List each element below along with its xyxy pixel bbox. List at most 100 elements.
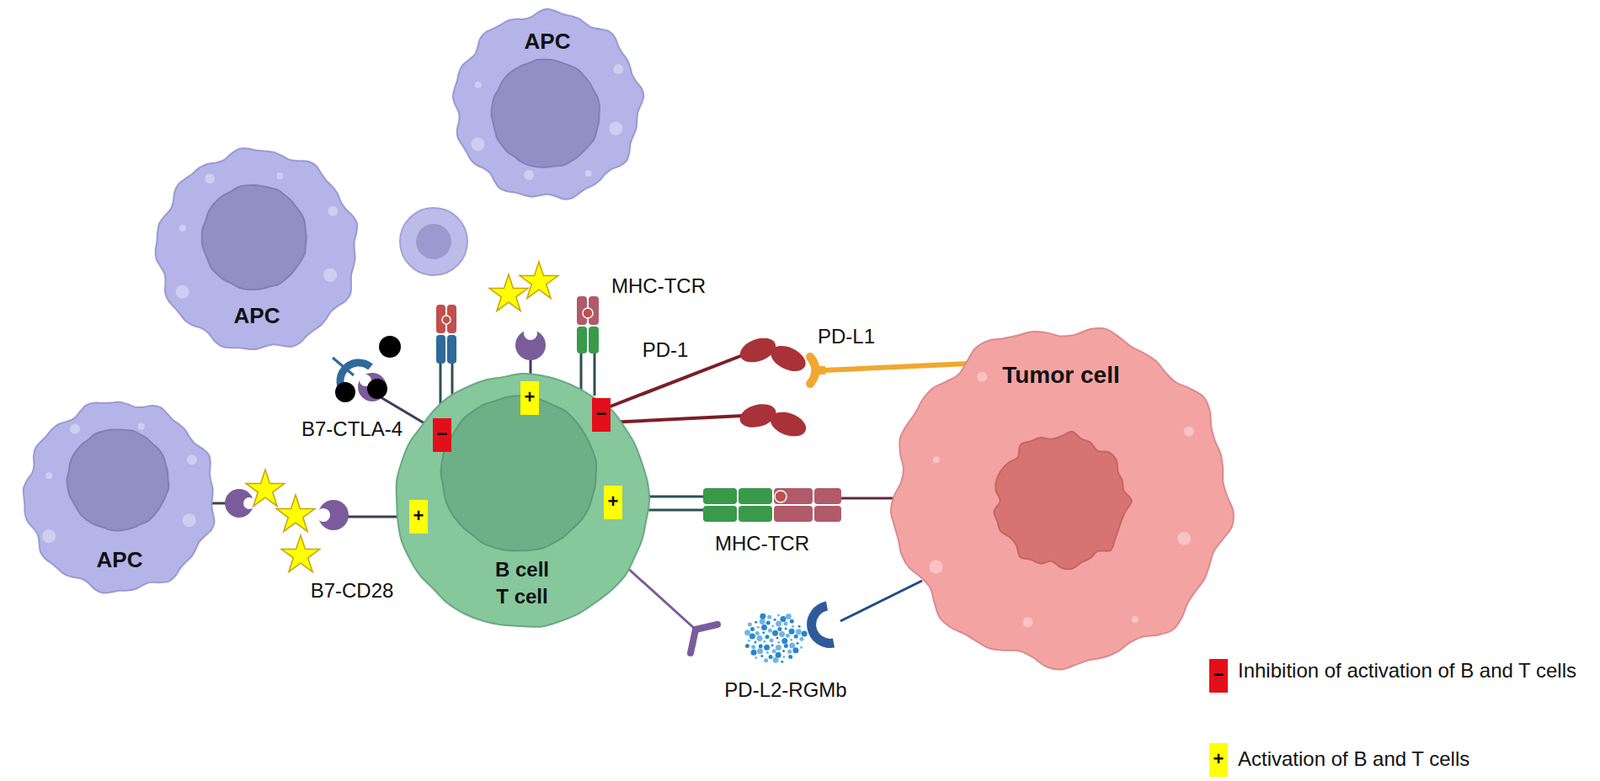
- ligand-dot: [800, 646, 803, 650]
- ligand-dot: [792, 647, 799, 654]
- ligand-dot: [794, 634, 799, 640]
- mhc-chain: [814, 506, 842, 523]
- ligand-dot: [747, 622, 752, 627]
- ligand-dot: [782, 656, 785, 659]
- ligand-star: [489, 274, 528, 312]
- black-dot: [378, 336, 401, 358]
- rgmb-stem: [624, 565, 696, 630]
- legend-text: Inhibition of activation of B and T cell…: [1237, 656, 1592, 686]
- ligand-dot: [763, 658, 768, 663]
- molecule-label: MHC-TCR: [714, 532, 810, 556]
- ligand-dot: [787, 650, 792, 655]
- ligand-dot: [769, 638, 774, 643]
- molecule-label: MHC-TCR: [611, 274, 706, 299]
- ligand-star: [281, 535, 320, 573]
- sign-marker: −: [1209, 659, 1228, 694]
- apc-cell: APC: [18, 395, 221, 598]
- vacuole: [585, 170, 592, 177]
- vacuole: [1177, 532, 1191, 546]
- ligand-dot: [766, 651, 769, 655]
- vacuole: [186, 454, 198, 465]
- ligand-dot: [789, 643, 795, 650]
- sign-marker: −: [432, 418, 452, 453]
- vacuole: [276, 172, 283, 180]
- vacuole: [69, 424, 80, 435]
- vacuole: [1184, 426, 1195, 438]
- vacuole: [204, 173, 215, 184]
- ligand-dot: [779, 616, 786, 623]
- ligand-dot: [796, 642, 800, 646]
- chain: [436, 335, 446, 364]
- cell-label: APC: [446, 28, 649, 54]
- ligand-dot: [780, 661, 784, 664]
- vacuole: [138, 423, 145, 431]
- pd1-domain: [767, 341, 811, 377]
- vacuole: [929, 560, 944, 574]
- vacuole: [1023, 617, 1034, 628]
- mhc-chain: [814, 488, 842, 505]
- ligand-dot: [777, 641, 780, 645]
- vacuole: [1131, 616, 1139, 624]
- pd1-stem: [608, 355, 743, 408]
- ligand-dot: [758, 644, 763, 649]
- mhc-tcr-tumor: [619, 488, 910, 523]
- black-dot: [335, 382, 356, 403]
- ligand-dot: [772, 649, 777, 654]
- mhc-tcr-small: [436, 304, 457, 405]
- vacuole: [933, 456, 940, 464]
- ligand-dot: [762, 631, 765, 635]
- pdl1-cup: [810, 357, 816, 384]
- sign-marker: +: [603, 485, 623, 520]
- vacuole: [474, 81, 482, 89]
- cell-nucleus: [490, 59, 599, 168]
- ligand-dot: [749, 633, 756, 640]
- ligand-dot: [768, 629, 773, 634]
- pd1-domain: [767, 407, 810, 441]
- molecule-label: PD-L1: [817, 325, 875, 349]
- ligand-dot: [759, 618, 766, 625]
- receptor-notch: [523, 326, 538, 341]
- cell-label: B cell: [392, 558, 652, 582]
- mhc-chain: [773, 506, 813, 523]
- ligand-dot: [772, 630, 779, 637]
- stem: [593, 352, 597, 396]
- tumor-cell: Tumor cell: [884, 320, 1238, 674]
- ligand-dot: [744, 629, 751, 636]
- ligand-dot: [754, 656, 758, 660]
- ligand-dot: [768, 655, 774, 660]
- ligand-star: [276, 495, 315, 533]
- molecule-label: PD-L2-RGMb: [724, 678, 847, 703]
- cd28-notch: [316, 508, 331, 523]
- ligand-dot: [789, 639, 793, 642]
- cell-label: APC: [151, 303, 363, 329]
- ligand-dot: [784, 622, 789, 627]
- pdl2-stem: [840, 581, 923, 622]
- ligand-dot: [767, 615, 772, 620]
- ligand-dot: [773, 657, 779, 664]
- ligand-dot: [754, 641, 758, 645]
- ligand-dot: [755, 631, 760, 636]
- mhc-chain: [773, 488, 813, 505]
- ligand-dots: [744, 613, 807, 664]
- tcr-chain: [738, 506, 773, 523]
- cell-nucleus: [441, 395, 598, 551]
- black-dot: [367, 378, 388, 400]
- ligand-dot: [773, 618, 777, 622]
- small-cell-nucleus: [416, 224, 452, 260]
- vacuole: [182, 513, 197, 528]
- pdl1-neck: [815, 366, 826, 375]
- sign-marker: +: [409, 500, 428, 534]
- sign-marker: −: [592, 398, 611, 432]
- ligand-dot: [765, 634, 770, 640]
- ligand-star: [245, 469, 285, 507]
- ligand-dot: [751, 645, 756, 650]
- ligand-dot: [751, 650, 758, 656]
- apc-cell: APC: [151, 144, 363, 356]
- cell-nucleus: [202, 185, 307, 290]
- vacuole: [471, 137, 486, 151]
- ligand-dot: [759, 613, 766, 620]
- vacuole: [613, 64, 624, 75]
- ligand-dot: [775, 645, 782, 651]
- sign-marker: +: [1209, 743, 1228, 778]
